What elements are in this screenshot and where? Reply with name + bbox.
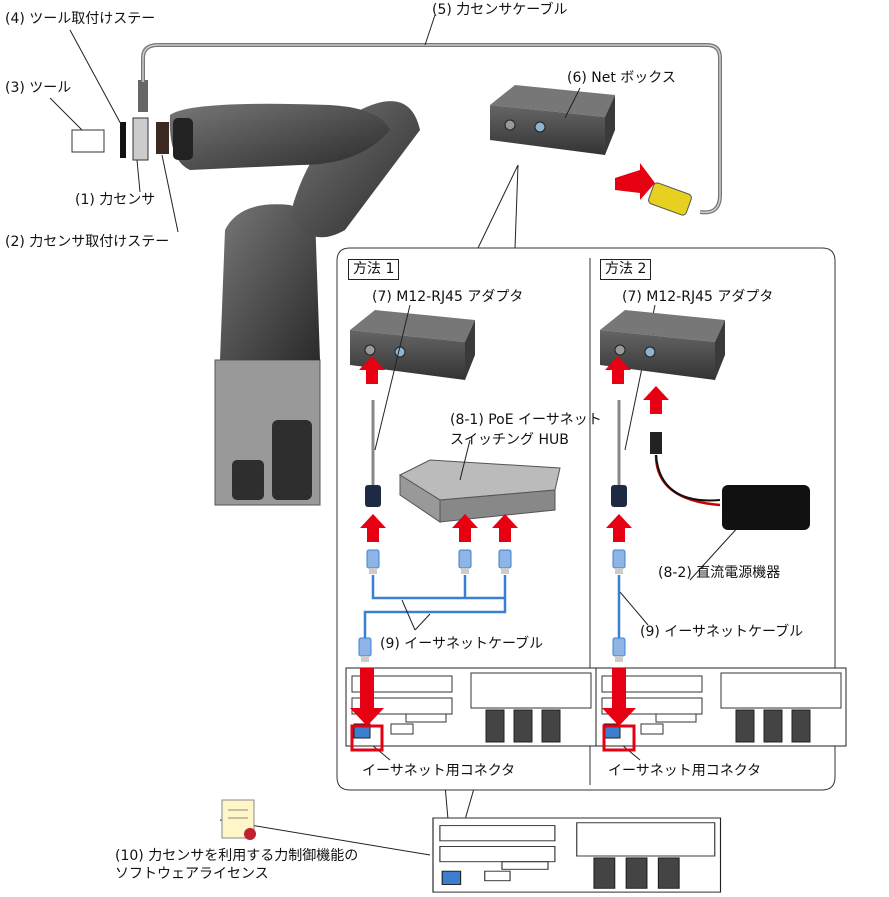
hub-label-line2: スイッチング HUB [450,432,569,448]
tool-icon [71,129,105,153]
method2-tag: 方法 2 [600,259,652,280]
robot-arm [169,101,420,506]
sensor-stay-label: (2) 力センサ取付けステー [5,234,170,250]
license-label-line2: ソフトウェアライセンス [115,866,269,882]
tool-label: (3) ツール [5,80,72,96]
net-box-label: (6) Net ボックス [567,70,676,86]
sensor-cable-label: (5) 力センサケーブル [432,2,568,18]
license-label-line1: (10) 力センサを利用する力制御機能の [115,848,359,864]
adapter-label-2: (7) M12-RJ45 アダプタ [622,289,774,305]
method1-tag: 方法 1 [348,259,400,280]
hub-label-line1: (8-1) PoE イーサネット [450,412,602,428]
license-certificate-icon [221,799,256,840]
poe-hub-icon [398,459,561,523]
connector-label-2: イーサネット用コネクタ [608,763,762,779]
force-sensor-label: (1) 力センサ [75,192,156,208]
dc-power-icon [722,485,810,530]
adapter-label-1: (7) M12-RJ45 アダプタ [372,289,524,305]
dc-power-label: (8-2) 直流電源機器 [658,565,781,581]
tool-stay-label: (4) ツール取付けステー [5,11,156,27]
ethernet-cable-label-2: (9) イーサネットケーブル [640,624,804,640]
ethernet-cable-label-1: (9) イーサネットケーブル [380,636,544,652]
connector-label-1: イーサネット用コネクタ [362,763,516,779]
